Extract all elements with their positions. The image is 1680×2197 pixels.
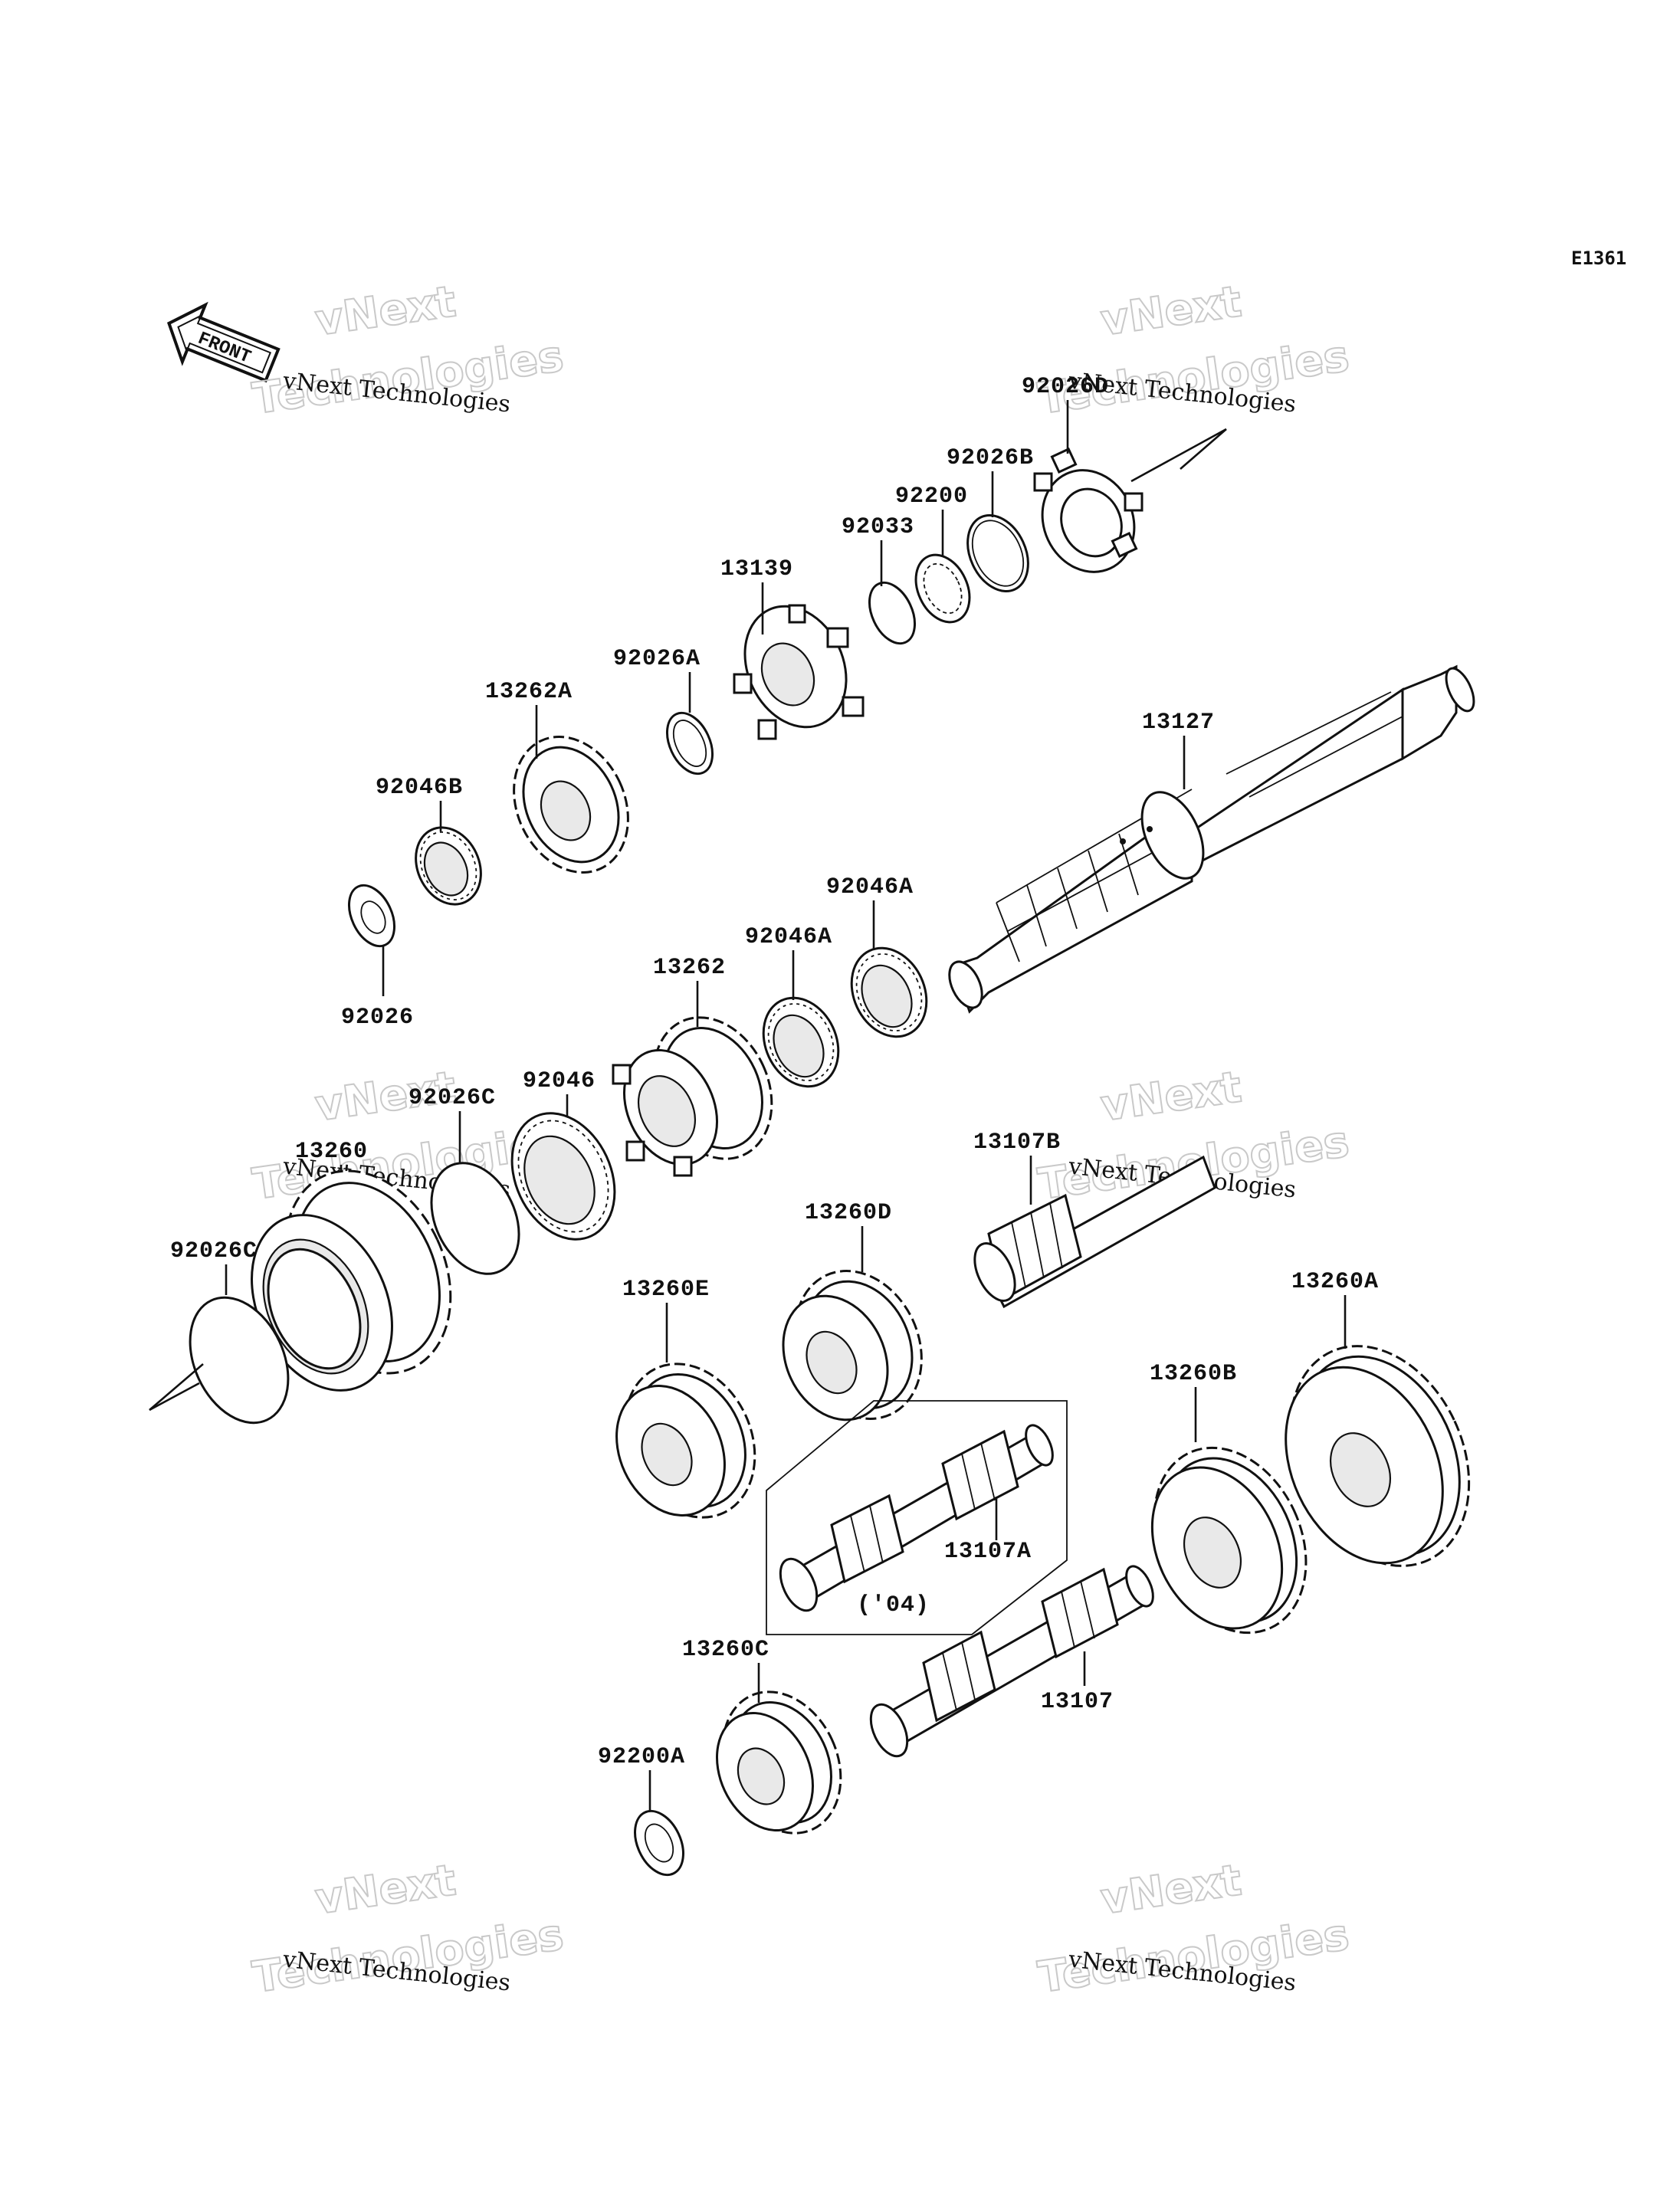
part-13139-dog	[733, 604, 865, 740]
leader-line	[149, 1363, 204, 1411]
label-13107A: 13107A	[944, 1539, 1032, 1565]
label-13260B: 13260B	[1150, 1361, 1237, 1387]
part-92026A-washer-inner	[672, 720, 707, 767]
label-13260D: 13260D	[805, 1200, 892, 1226]
label-13260E: 13260E	[622, 1277, 710, 1303]
part-92026D-lock-washer	[1033, 447, 1144, 573]
label-13260C: 13260C	[682, 1637, 769, 1663]
part-92026A-washer	[665, 711, 714, 776]
leader-line	[1130, 428, 1227, 483]
part-92200-teeth	[923, 562, 963, 615]
leader-lines	[225, 400, 1347, 1810]
front-arrow-icon: FRONT	[166, 301, 281, 383]
watermark: vNext Technologies vNext Technologies	[249, 276, 567, 425]
part-13260C-gear	[716, 1690, 842, 1835]
label-13107B: 13107B	[973, 1130, 1061, 1156]
watermark: vNext Technologies vNext Technologies	[1035, 1854, 1353, 2003]
part-92026C-ring	[189, 1296, 290, 1425]
label-13107: 13107	[1041, 1689, 1114, 1715]
part-92046B-needle-bearing	[415, 826, 482, 906]
part-92026-washer	[347, 884, 396, 948]
label-92026B: 92026B	[947, 445, 1034, 471]
watermark-big-line1: vNext	[312, 1855, 459, 1924]
watermark-big-line1: vNext	[1098, 1855, 1245, 1924]
part-92200A-washer-inner	[644, 1823, 674, 1863]
label-13260A: 13260A	[1291, 1269, 1379, 1295]
label-92026C-2: 92026C	[170, 1238, 258, 1264]
part-92200-toothed-washer	[914, 553, 971, 624]
part-13260D-gear	[782, 1270, 923, 1421]
part-13260B-gear	[1150, 1446, 1308, 1635]
label-92026: 92026	[341, 1005, 414, 1031]
part-labels: 92026D 92026B 92200 92033 13139 92026A 1…	[170, 374, 1379, 1770]
part-13107B-shaft	[973, 1155, 1216, 1309]
part-13262A-gear	[513, 736, 629, 874]
label-92026A: 92026A	[613, 646, 701, 672]
label-92046A-2: 92046A	[745, 924, 832, 950]
watermark: vNext Technologies vNext Technologies	[1035, 1061, 1353, 1210]
variant-note: ('04)	[857, 1592, 930, 1618]
watermark: vNext Technologies vNext Technologies	[1035, 276, 1353, 425]
watermark: vNext Technologies vNext Technologies	[249, 1854, 567, 2003]
part-13107-shaft	[869, 1565, 1154, 1758]
part-92200A-washer	[634, 1809, 684, 1877]
part-13127-main-shaft	[948, 664, 1475, 1014]
diagram-code: E1361	[1571, 248, 1626, 269]
part-92046-needle-bearing	[510, 1112, 616, 1241]
part-13260-gear	[251, 1169, 452, 1392]
leader-line	[1180, 428, 1227, 470]
variant-box-04: ('04)	[766, 1400, 1068, 1635]
label-92046B: 92046B	[376, 775, 463, 801]
label-92046A-1: 92046A	[826, 874, 914, 900]
label-13262A: 13262A	[485, 679, 573, 705]
label-92046: 92046	[523, 1068, 596, 1094]
leader-line	[149, 1382, 200, 1412]
label-13139: 13139	[720, 556, 793, 582]
part-13262-gear	[612, 1016, 773, 1177]
part-13260E-gear	[615, 1362, 756, 1519]
label-13127: 13127	[1142, 710, 1215, 736]
part-92026-washer-inner	[360, 900, 386, 934]
watermark-big-line1: vNext	[312, 277, 459, 346]
part-13260A-gear	[1285, 1345, 1471, 1567]
label-92200: 92200	[895, 484, 968, 510]
label-92026C-1: 92026C	[409, 1085, 496, 1111]
part-92046A-needle-bearing	[850, 946, 928, 1038]
label-92026D: 92026D	[1022, 374, 1109, 400]
part-92046A-needle-bearing	[762, 996, 840, 1088]
watermark-big-line1: vNext	[1098, 277, 1245, 346]
label-13262: 13262	[653, 955, 726, 981]
label-92033: 92033	[842, 514, 914, 540]
part-92033-circlip	[868, 581, 917, 645]
watermark-big-line1: vNext	[1098, 1062, 1245, 1131]
label-13260: 13260	[295, 1139, 368, 1165]
part-92026B-washer-inner	[971, 520, 1025, 587]
part-92026C-ring	[430, 1162, 520, 1275]
label-92200A: 92200A	[598, 1744, 685, 1770]
